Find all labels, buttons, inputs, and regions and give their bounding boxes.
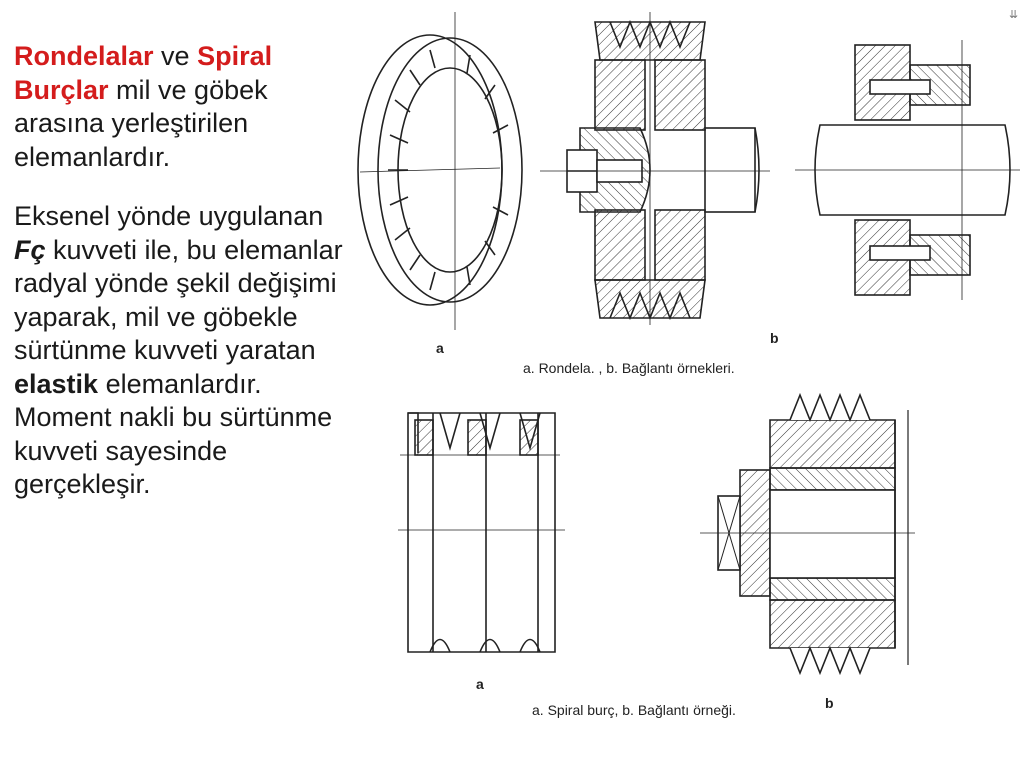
text-definition-rest: mil ve göbek arasına yerleştirilen elema… (14, 74, 268, 172)
paragraph-function: Eksenel yönde uygulanan Fç kuvveti ile, … (14, 200, 354, 502)
figure-bottom-label-a: a (476, 676, 484, 692)
rondela-drawing (357, 12, 523, 330)
text-function-pre: Eksenel yönde uygulanan (14, 201, 324, 231)
term-elastik: elastik (14, 368, 99, 399)
slide-text: Rondelalar ve Spiral Burçlar mil ve göbe… (14, 40, 354, 502)
pulley-assembly-drawing (540, 12, 770, 325)
figure-top-label-b: b (770, 330, 779, 346)
spiral-bushing-connection-drawing (700, 392, 915, 676)
term-spiral-burclar: Spiral Burçlar (14, 41, 273, 105)
term-force: Fç (14, 234, 46, 265)
text-conj: ve (153, 41, 198, 71)
figure-bottom-caption: a. Spiral burç, b. Bağlantı örneği. (532, 702, 736, 718)
text-function-mid: kuvveti ile, bu elemanlar radyal yönde ş… (14, 234, 343, 366)
text-function-post: elemanlardır. Moment nakli bu sürtünme k… (14, 368, 333, 500)
paragraph-definition: Rondelalar ve Spiral Burçlar mil ve göbe… (14, 40, 354, 174)
shaft-connection-drawing (795, 40, 1020, 300)
spiral-bushing-drawing (398, 412, 565, 653)
slide-nav-icon[interactable]: ⇊ (1009, 8, 1019, 21)
figure-top-caption: a. Rondela. , b. Bağlantı örnekleri. (523, 360, 735, 376)
term-rondelalar: Rondelalar (14, 41, 154, 71)
figure-bottom-label-b: b (825, 695, 834, 711)
figure-top-label-a: a (436, 340, 444, 356)
